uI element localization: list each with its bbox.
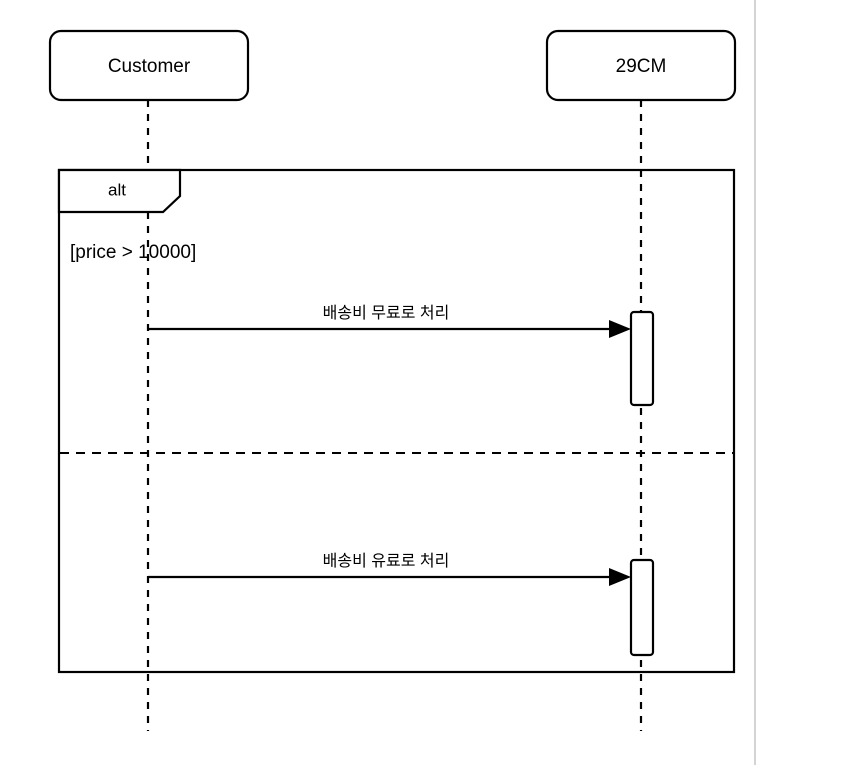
participant-label-29cm: 29CM [616,56,667,77]
message-arrowhead-2 [609,568,631,586]
alt-fragment-tab [57,168,182,214]
message-label-2: 배송비 유료로 처리 [323,552,450,570]
activation-bar-2 [629,558,655,657]
activation-bar-1 [629,310,655,407]
alt-fragment-operator-label: alt [108,180,126,199]
message-arrowhead-1 [609,320,631,338]
participant-label-customer: Customer [108,56,191,77]
alt-fragment-frame [57,168,736,674]
participant-box-customer[interactable] [48,29,250,102]
alt-operand-guard-1: [price > 10000] [70,242,196,263]
message-label-1: 배송비 무료로 처리 [323,304,450,322]
participant-box-29cm[interactable] [545,29,737,102]
